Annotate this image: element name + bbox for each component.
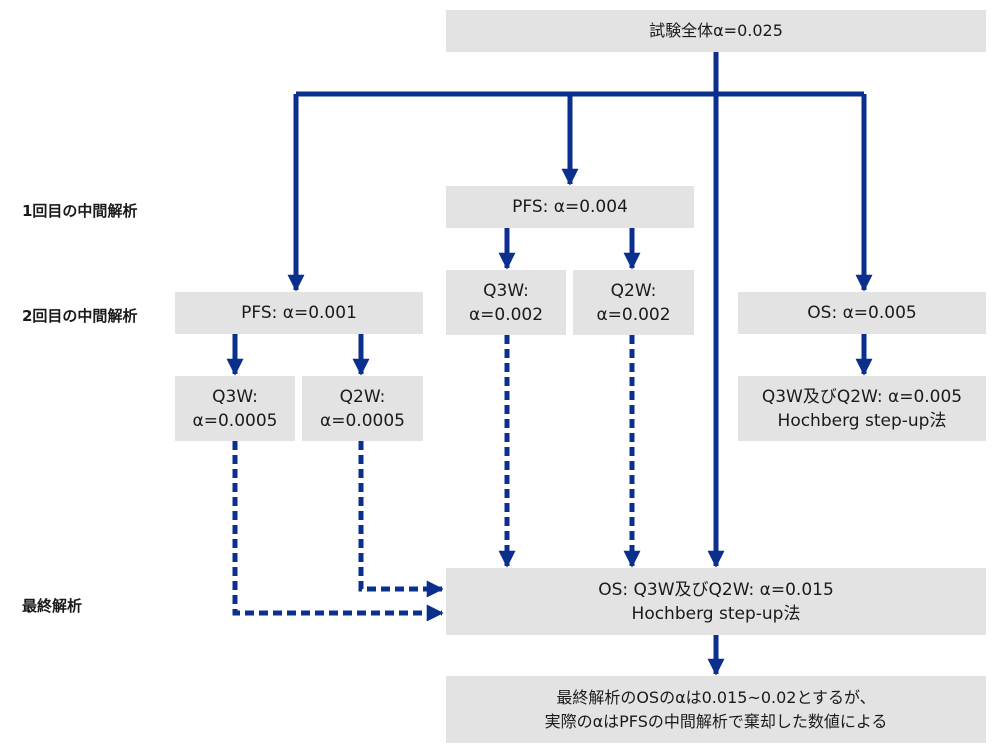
box-second-q2w: Q2W: α=0.0005 <box>302 376 423 441</box>
box-os-hochberg: Q3W及びQ2W: α=0.005 Hochberg step-up法 <box>738 376 986 441</box>
box-total-alpha: 試験全体α=0.025 <box>446 10 986 52</box>
box-final-os-line2: Hochberg step-up法 <box>631 603 801 624</box>
box-second-q2w-line1: Q2W: <box>339 386 386 407</box>
box-os-hochberg-line2: Hochberg step-up法 <box>777 410 947 431</box>
box-pfs-second-interim: PFS: α=0.001 <box>175 292 423 334</box>
label-first-interim: 1回目の中間解析 <box>22 202 138 220</box>
label-second-interim: 2回目の中間解析 <box>22 307 138 325</box>
box-total-alpha-text: 試験全体α=0.025 <box>649 21 783 40</box>
box-second-q3w-line1: Q3W: <box>212 386 258 407</box>
dashed-second-q3w-to-final <box>232 441 444 622</box>
box-pfs-second-interim-text: PFS: α=0.001 <box>241 303 357 323</box>
box-second-q3w: Q3W: α=0.0005 <box>175 376 295 441</box>
box-pfs-first-interim-text: PFS: α=0.004 <box>512 197 628 217</box>
box-second-q2w-line2: α=0.0005 <box>320 410 405 431</box>
box-final-note: 最終解析のOSのαは0.015~0.02とするが、 実際のαはPFSの中間解析で… <box>446 676 986 743</box>
box-second-q3w-line2: α=0.0005 <box>192 410 278 431</box>
dashed-second-q2w-to-final <box>358 441 444 598</box>
box-os-interim-text: OS: α=0.005 <box>807 303 917 323</box>
box-first-q2w-line2: α=0.002 <box>596 304 671 325</box>
box-final-note-line1: 最終解析のOSのαは0.015~0.02とするが、 <box>556 687 876 707</box>
box-final-os: OS: Q3W及びQ2W: α=0.015 Hochberg step-up法 <box>446 568 986 635</box>
box-final-os-line1: OS: Q3W及びQ2W: α=0.015 <box>598 579 834 600</box>
box-pfs-first-interim: PFS: α=0.004 <box>446 186 694 228</box>
box-first-q3w-line1: Q3W: <box>483 280 529 301</box>
box-os-hochberg-line1: Q3W及びQ2W: α=0.005 <box>761 386 963 407</box>
box-first-q2w: Q2W: α=0.002 <box>573 270 694 335</box>
label-final-analysis: 最終解析 <box>22 597 83 615</box>
box-first-q3w-line2: α=0.002 <box>468 304 544 325</box>
box-final-note-line2: 実際のαはPFSの中間解析で棄却した数値による <box>544 711 888 731</box>
box-first-q2w-line1: Q2W: <box>610 280 657 301</box>
box-first-q3w: Q3W: α=0.002 <box>446 270 566 335</box>
box-os-interim: OS: α=0.005 <box>738 292 986 334</box>
